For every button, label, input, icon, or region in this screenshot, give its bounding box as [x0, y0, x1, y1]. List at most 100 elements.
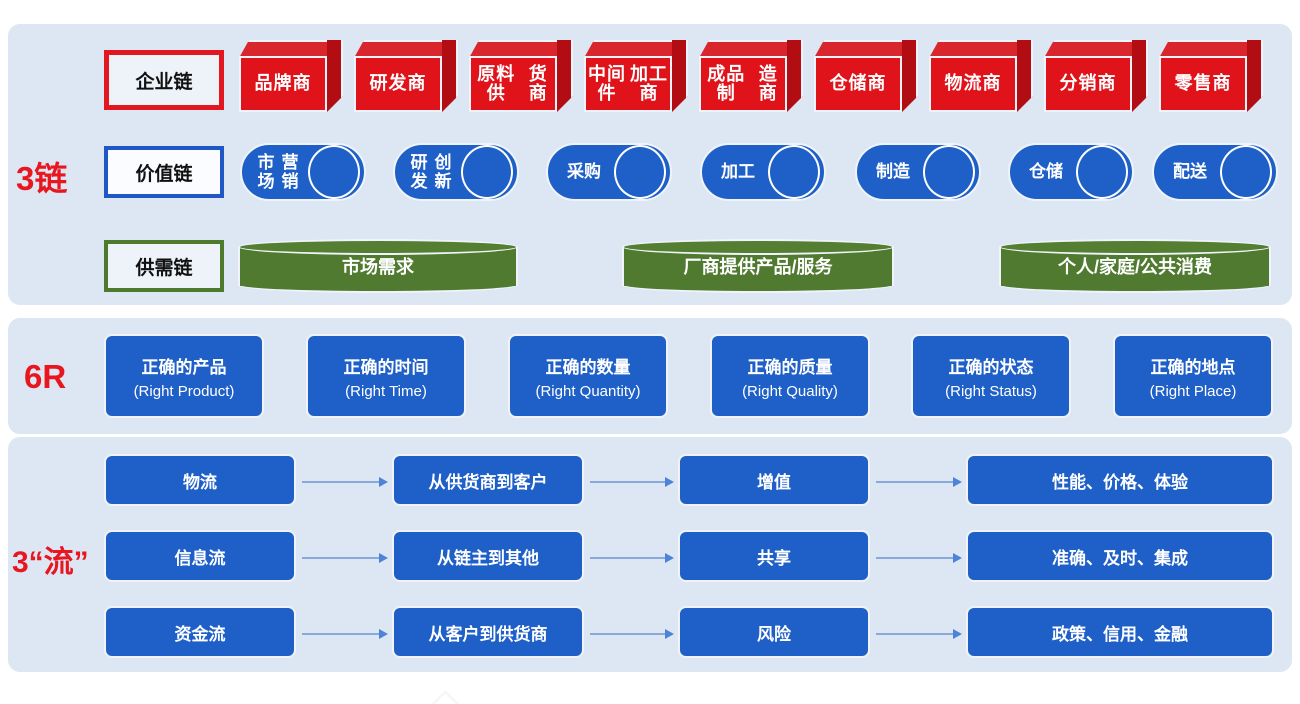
chain-tag-value[interactable]: 价值链	[104, 146, 224, 198]
value-chain-node[interactable]: 研发创新	[393, 143, 519, 201]
arrow-shaft	[876, 557, 953, 559]
group-label-six-r: 6R	[24, 358, 67, 395]
flow-direction[interactable]: 从客户到供货商	[392, 606, 584, 658]
box-top-face	[1159, 40, 1263, 58]
cylinder-end-ellipse	[308, 145, 360, 199]
six-r-card[interactable]: 正确的状态 (Right Status)	[911, 334, 1071, 418]
flow-arrow-icon	[876, 553, 962, 563]
six-r-card-title-en: (Right Quality)	[742, 382, 838, 400]
six-r-card[interactable]: 正确的地点(Right Place)	[1113, 334, 1273, 418]
value-chain-node-label: 研发创新	[410, 152, 452, 191]
six-r-card-title-en: (Right Status)	[945, 382, 1037, 400]
enterprise-chain-node-label: 仓储商	[814, 56, 902, 112]
flow-purpose[interactable]: 风险	[678, 606, 870, 658]
box-side-face	[557, 40, 573, 112]
arrow-shaft	[876, 633, 953, 635]
box-side-face	[902, 40, 918, 112]
value-chain-node[interactable]: 制造	[855, 143, 981, 201]
enterprise-chain-node-label: 品牌商	[239, 56, 327, 112]
arrow-head	[379, 477, 388, 487]
flow-arrow-icon	[876, 629, 962, 639]
enterprise-chain-node-label: 成品制造商	[699, 56, 787, 112]
six-r-card-title-cn: 正确的产品	[141, 357, 227, 377]
box-top-face	[469, 40, 573, 58]
box-side-face	[672, 40, 688, 112]
value-chain-node[interactable]: 采购	[546, 143, 672, 201]
box-top-face	[929, 40, 1033, 58]
watermark: ◇	[430, 681, 461, 704]
enterprise-chain-node[interactable]: 成品制造商	[699, 40, 803, 112]
cylinder-end-ellipse	[923, 145, 975, 199]
box-side-face	[1132, 40, 1148, 112]
six-r-card[interactable]: 正确的产品 (Right Product)	[104, 334, 264, 418]
box-top-face	[699, 40, 803, 58]
enterprise-chain-node[interactable]: 品牌商	[239, 40, 343, 112]
box-top-face	[354, 40, 458, 58]
six-r-card-title-cn: 正确的状态	[948, 357, 1034, 377]
chain-tag-supply-demand[interactable]: 供需链	[104, 240, 224, 292]
flow-purpose[interactable]: 共享	[678, 530, 870, 582]
value-chain-node[interactable]: 仓储	[1008, 143, 1134, 201]
supply-demand-node[interactable]: 市场需求	[238, 239, 518, 293]
flow-type[interactable]: 信息流	[104, 530, 296, 582]
six-r-card-title-en: (Right Place)	[1149, 382, 1237, 400]
box-side-face	[327, 40, 343, 112]
flow-arrow-icon	[876, 477, 962, 487]
supply-demand-node[interactable]: 厂商提供产品/服务	[622, 239, 894, 293]
flow-purpose[interactable]: 增值	[678, 454, 870, 506]
value-chain-node-label: 市场营销	[257, 152, 299, 191]
box-top-face	[239, 40, 343, 58]
flow-attributes[interactable]: 政策、信用、金融	[966, 606, 1274, 658]
value-chain-node[interactable]: 加工	[700, 143, 826, 201]
flow-arrow-icon	[302, 629, 388, 639]
six-r-card[interactable]: 正确的数量(Right Quantity)	[508, 334, 668, 418]
cylinder-top-ellipse	[999, 239, 1271, 255]
six-r-card[interactable]: 正确的质量(Right Quality)	[710, 334, 870, 418]
supply-demand-node[interactable]: 个人/家庭/公共消费	[999, 239, 1271, 293]
enterprise-chain-node[interactable]: 仓储商	[814, 40, 918, 112]
flow-type[interactable]: 物流	[104, 454, 296, 506]
group-label-three-chains: 3链	[16, 160, 68, 197]
enterprise-chain-node-label: 研发商	[354, 56, 442, 112]
value-chain-node[interactable]: 市场营销	[240, 143, 366, 201]
value-chain-node-label: 制造	[876, 162, 910, 182]
chain-tag-enterprise[interactable]: 企业链	[104, 50, 224, 110]
enterprise-chain-node[interactable]: 分销商	[1044, 40, 1148, 112]
box-side-face	[787, 40, 803, 112]
flow-direction[interactable]: 从链主到其他	[392, 530, 584, 582]
box-top-face	[584, 40, 688, 58]
flow-attributes[interactable]: 性能、价格、体验	[966, 454, 1274, 506]
supply-demand-node-label: 市场需求	[342, 257, 414, 277]
flow-attributes[interactable]: 准确、及时、集成	[966, 530, 1274, 582]
flow-arrow-icon	[302, 477, 388, 487]
value-chain-node-label: 仓储	[1029, 162, 1063, 182]
enterprise-chain-node-label: 原料供货商	[469, 56, 557, 112]
six-r-card[interactable]: 正确的时间(Right Time)	[306, 334, 466, 418]
cylinder-end-ellipse	[1220, 145, 1272, 199]
arrow-shaft	[590, 481, 665, 483]
flow-direction[interactable]: 从供货商到客户	[392, 454, 584, 506]
flow-arrow-icon	[302, 553, 388, 563]
enterprise-chain-node[interactable]: 物流商	[929, 40, 1033, 112]
enterprise-chain-node[interactable]: 原料供货商	[469, 40, 573, 112]
enterprise-chain-node-label: 分销商	[1044, 56, 1132, 112]
enterprise-chain-node-label: 中间件加工商	[584, 56, 672, 112]
arrow-head	[665, 477, 674, 487]
arrow-shaft	[302, 557, 379, 559]
arrow-shaft	[302, 481, 379, 483]
box-top-face	[1044, 40, 1148, 58]
value-chain-node[interactable]: 配送	[1152, 143, 1278, 201]
six-r-card-title-en: (Right Product)	[133, 382, 235, 400]
arrow-shaft	[590, 633, 665, 635]
cylinder-end-ellipse	[768, 145, 820, 199]
supply-demand-node-label: 个人/家庭/公共消费	[1057, 257, 1212, 277]
enterprise-chain-node[interactable]: 零售商	[1159, 40, 1263, 112]
group-label-three-flows: 3“流”	[12, 546, 89, 579]
cylinder-end-ellipse	[1076, 145, 1128, 199]
value-chain-node-label: 采购	[567, 162, 601, 182]
flow-type[interactable]: 资金流	[104, 606, 296, 658]
flow-arrow-icon	[590, 553, 674, 563]
enterprise-chain-node[interactable]: 研发商	[354, 40, 458, 112]
enterprise-chain-node[interactable]: 中间件加工商	[584, 40, 688, 112]
